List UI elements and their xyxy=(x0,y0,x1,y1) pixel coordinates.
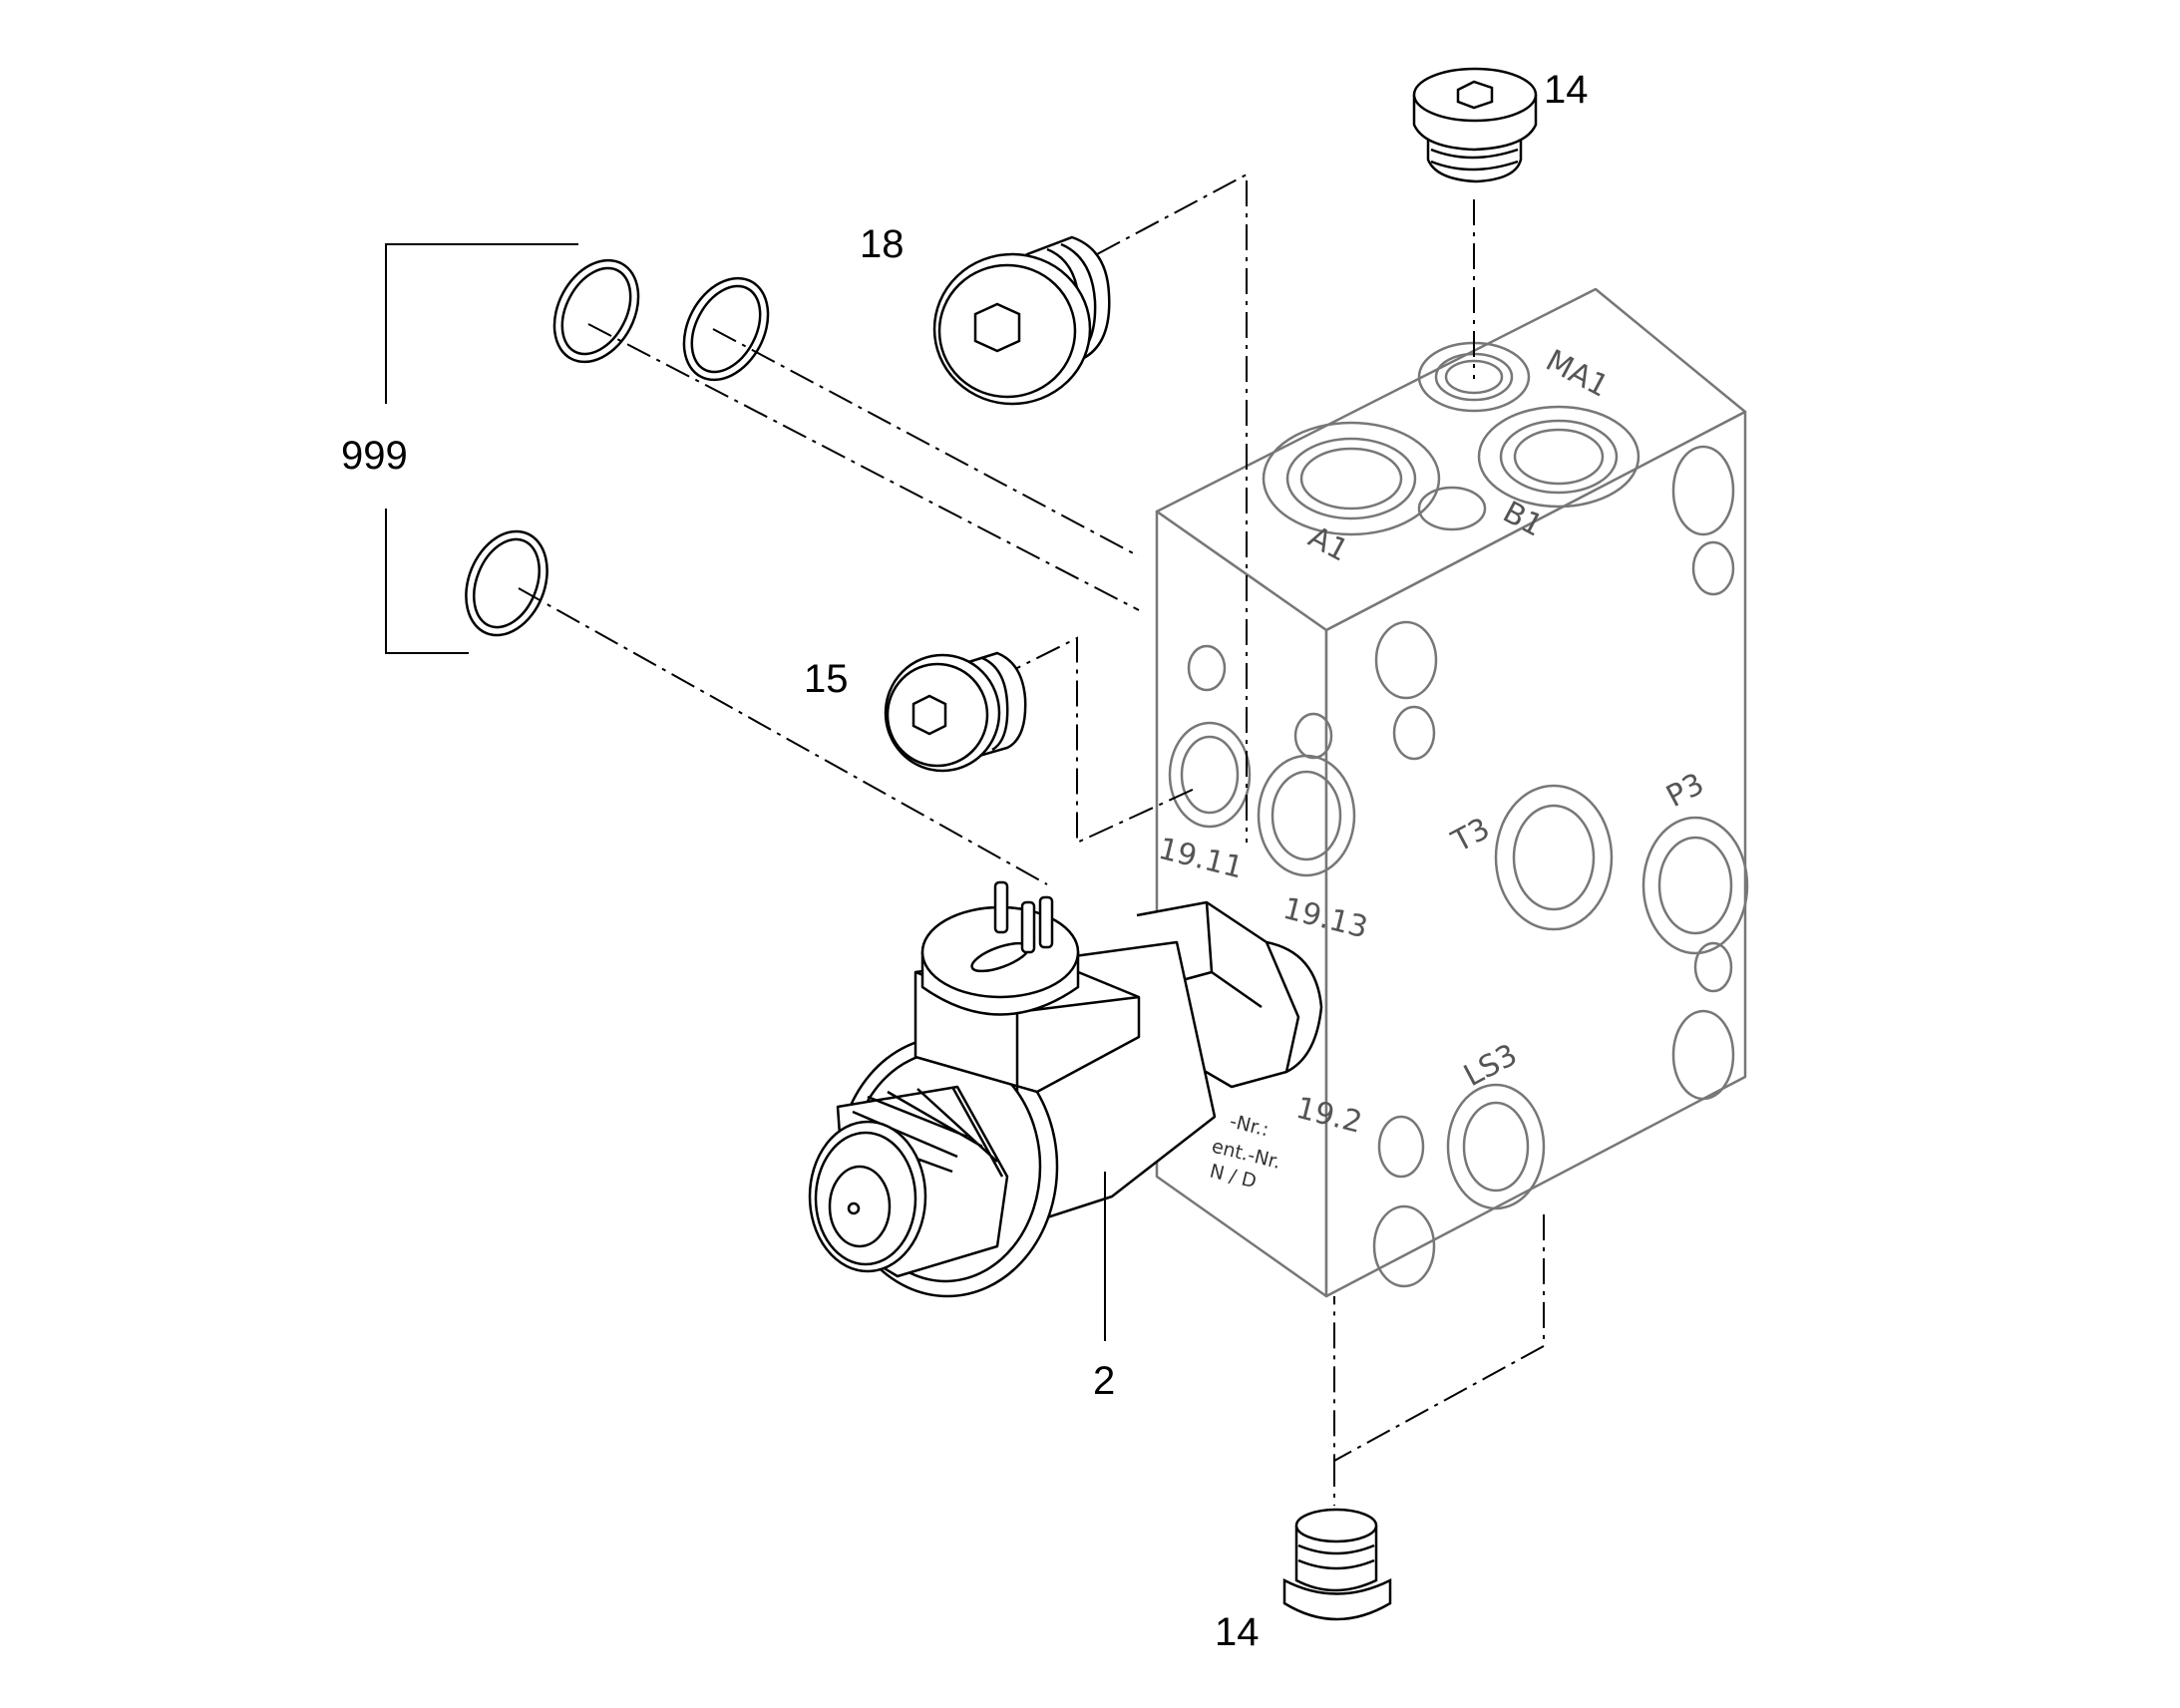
plug-15 xyxy=(884,651,1027,773)
plug-18 xyxy=(932,235,1111,406)
hex-socket-icon xyxy=(973,302,1021,353)
callout-999: 999 xyxy=(341,434,408,478)
hex-socket-icon xyxy=(911,694,947,736)
plug-14-bottom xyxy=(1282,1508,1392,1621)
connector-pin xyxy=(1038,895,1054,949)
port-t3-hole xyxy=(1494,784,1614,931)
callout-18: 18 xyxy=(860,222,905,266)
block-side-face xyxy=(1324,410,1747,1298)
o-rings xyxy=(465,258,770,637)
o-ring-1 xyxy=(552,258,640,364)
port-b1-hole xyxy=(1477,405,1640,509)
callouts: 999 18 15 2 14 14 xyxy=(341,68,1589,1654)
port-ls3-hole xyxy=(1446,1083,1546,1210)
port-19-13-hole xyxy=(1257,754,1356,877)
o-ring-3 xyxy=(465,529,548,637)
port-19-11-hole xyxy=(1168,721,1252,829)
callout-2: 2 xyxy=(1093,1359,1115,1403)
o-ring-2 xyxy=(682,276,770,382)
top-face-ports xyxy=(1262,341,1640,536)
port-a1-hole xyxy=(1262,421,1441,536)
port-p3-hole xyxy=(1641,816,1749,955)
callout-14-top: 14 xyxy=(1544,68,1589,112)
callout-14-bottom: 14 xyxy=(1215,1610,1260,1654)
solenoid-valve-2 xyxy=(808,880,1323,1298)
top-small-hole xyxy=(1417,486,1487,531)
plug-14-top xyxy=(1412,67,1538,183)
manual-override-knob xyxy=(808,1085,1009,1278)
side-face-holes xyxy=(1372,445,1749,1288)
connector-pin xyxy=(993,880,1009,934)
connector-pin xyxy=(1020,900,1036,954)
bracket-999 xyxy=(385,243,578,654)
assembly-centerlines xyxy=(518,172,1545,1506)
callout-15: 15 xyxy=(804,657,849,701)
hex-socket-icon xyxy=(1456,80,1494,110)
